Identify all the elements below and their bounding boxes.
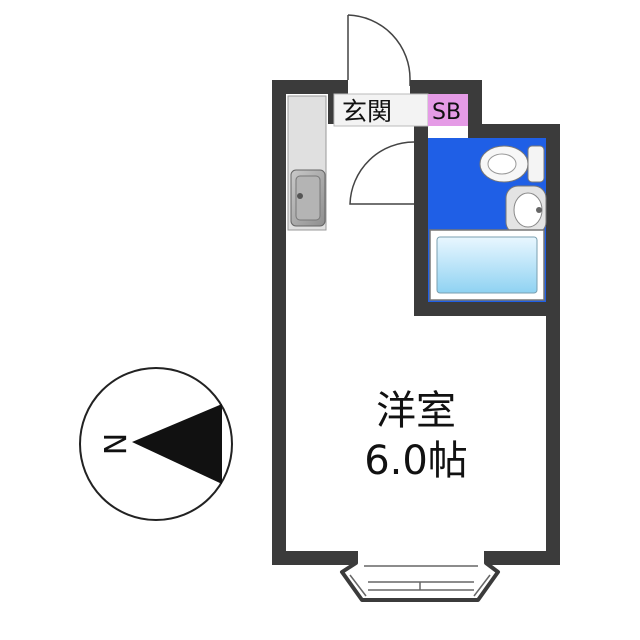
shoe-box-label: SB (432, 100, 461, 125)
room-size-label: 6.0帖 (364, 438, 468, 484)
outer-walls (272, 80, 560, 565)
bathtub-icon (429, 229, 545, 301)
bay-window (340, 551, 500, 602)
entrance-label: 玄関 (342, 97, 392, 126)
washbasin-icon (505, 185, 547, 235)
shoe-box (428, 94, 468, 126)
entrance-door-icon (347, 14, 411, 86)
entrance-floor (333, 93, 429, 127)
north-arrow-icon: N (79, 367, 233, 521)
north-label: N (96, 433, 131, 455)
room-name-label: 洋室 (376, 388, 456, 434)
sink-icon (290, 169, 326, 227)
toilet-icon (479, 145, 545, 183)
bathroom-door-icon (349, 141, 415, 205)
